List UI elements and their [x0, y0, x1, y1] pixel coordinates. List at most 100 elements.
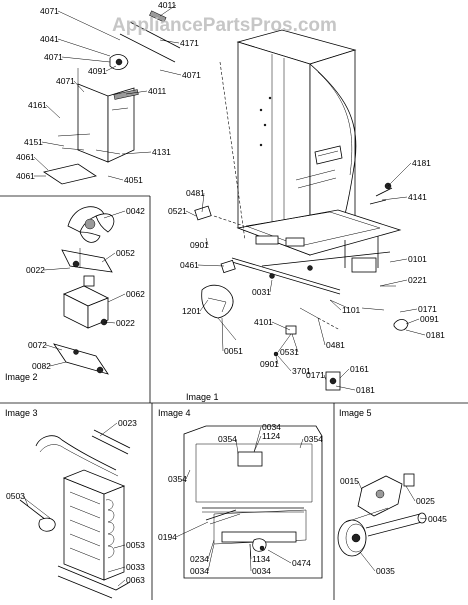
callout-leader	[159, 69, 182, 76]
callout-leader	[117, 579, 126, 587]
callout-leader	[387, 162, 412, 187]
callout-leader	[103, 321, 116, 324]
callout-leader	[221, 317, 224, 352]
callout-leader	[49, 361, 67, 367]
part-callout-image4: 0354	[304, 434, 323, 444]
part-callout-image4: 0474	[292, 558, 311, 568]
part-callout-main: 0091	[420, 314, 439, 324]
part-callout-main: 3701	[292, 366, 311, 376]
callout-leader	[405, 329, 426, 336]
part-callout-main: 0181	[426, 330, 445, 340]
compartment-liner	[183, 425, 323, 579]
callout-leader	[57, 10, 121, 41]
part-callout-image4: 0354	[218, 434, 237, 444]
part-callout-main: 0031	[252, 287, 271, 297]
panel-caption-image5: Image 5	[339, 408, 372, 418]
callout-leader	[357, 480, 363, 491]
callout-leader	[329, 299, 342, 311]
callout-leader	[207, 539, 215, 560]
part-callout-image5: 0035	[376, 566, 395, 576]
callout-leader	[199, 299, 209, 312]
part-callout-image3: 0023	[118, 418, 137, 428]
part-callout-main: 0171	[418, 304, 437, 314]
callout-leader	[33, 156, 49, 171]
panel-caption-image3: Image 3	[5, 408, 38, 418]
callout-leader	[185, 469, 191, 480]
callout-leader	[41, 141, 65, 147]
part-callout-image4: 0034	[252, 566, 271, 576]
part-callout-main: 0481	[326, 340, 345, 350]
callout-leader	[253, 426, 262, 453]
callout-leader	[399, 308, 418, 313]
part-callout-main: 0521	[168, 206, 187, 216]
part-callout-main: 0051	[224, 346, 243, 356]
callout-leader	[23, 495, 29, 507]
fan-motor-assembly	[53, 206, 115, 375]
callout-leader	[253, 435, 262, 453]
part-callout-main: 4161	[28, 100, 47, 110]
callout-leader	[197, 264, 225, 267]
callout-leader	[275, 355, 279, 365]
lower-hardware	[194, 182, 409, 391]
callout-leader	[335, 385, 356, 391]
part-callout-image4: 0034	[190, 566, 209, 576]
part-callout-main: 4181	[412, 158, 431, 168]
callout-leader	[291, 333, 299, 353]
part-callout-image5: 0015	[340, 476, 359, 486]
callout-leader	[323, 374, 327, 381]
part-callout-main: 4011	[158, 0, 177, 10]
part-callout-main: 0531	[280, 347, 299, 357]
part-callout-main: 0181	[356, 385, 375, 395]
callout-leader	[205, 237, 209, 246]
part-callout-main: 4011	[148, 86, 167, 96]
callout-leader	[235, 438, 239, 455]
part-callout-main: 4061	[16, 152, 35, 162]
part-callout-image3: 0063	[126, 575, 145, 585]
part-callout-image2: 0072	[28, 340, 47, 350]
part-callout-main: 0461	[180, 260, 199, 270]
part-callout-main: 4051	[124, 175, 143, 185]
callout-leader	[359, 551, 376, 572]
callout-leader	[405, 318, 420, 325]
part-callout-image2: 0042	[126, 206, 145, 216]
part-callout-image4: 0354	[168, 474, 187, 484]
callout-leader	[99, 422, 118, 437]
part-callout-image2: 0052	[116, 248, 135, 258]
callout-leader	[73, 80, 85, 93]
callout-leader	[101, 252, 116, 263]
part-callout-main: 0481	[186, 188, 205, 198]
callout-leader	[159, 39, 180, 44]
callout-leader	[379, 279, 408, 287]
condenser-fan-bracket	[43, 10, 181, 185]
part-callout-main: 4061	[16, 171, 35, 181]
panel-caption-image2: Image 2	[5, 372, 38, 382]
callout-leader	[317, 317, 326, 346]
part-callout-main: 1101	[342, 305, 361, 315]
callout-leader	[339, 368, 350, 379]
cabinet-assembly	[213, 29, 402, 295]
part-callout-image5: 0025	[416, 496, 435, 506]
callout-leader	[105, 65, 117, 72]
callout-leader	[249, 543, 252, 572]
callout-leader	[207, 543, 215, 572]
part-callout-main: 0101	[408, 254, 427, 264]
callout-leader	[185, 210, 197, 217]
part-callout-main: 0901	[260, 359, 279, 369]
callout-leader	[57, 38, 111, 57]
callout-leader	[201, 192, 205, 213]
panel-frames	[0, 195, 468, 600]
part-callout-main: 1201	[182, 306, 201, 316]
part-callout-main: 4071	[40, 6, 59, 16]
watermark: AppliancePartsPros.com	[112, 15, 337, 36]
part-callout-main: 4091	[88, 66, 107, 76]
panel-caption-image4: Image 4	[158, 408, 191, 418]
part-callout-image3: 0033	[126, 562, 145, 572]
part-callout-image4: 1124	[262, 431, 281, 441]
callout-leader	[107, 293, 126, 303]
callout-leader	[381, 196, 408, 201]
part-callout-image3: 0053	[126, 540, 145, 550]
callout-leader	[45, 344, 63, 351]
part-callout-image2: 0082	[32, 361, 51, 371]
